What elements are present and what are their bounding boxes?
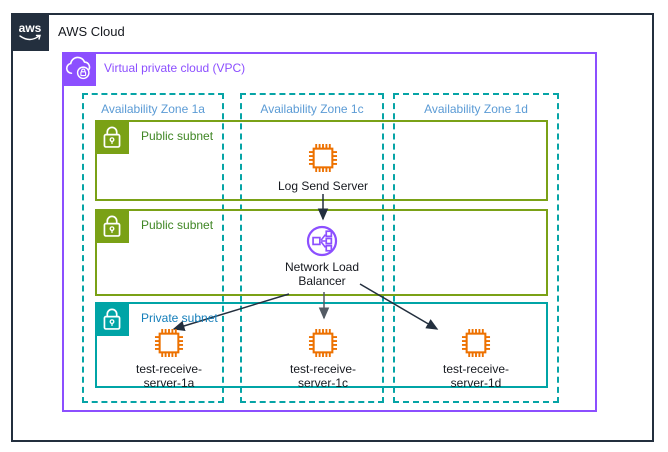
server-1d-label-line1: test-receive- (442, 362, 510, 376)
availability-zone-1d: Availability Zone 1d (393, 93, 559, 403)
private-subnet-label: Private subnet (141, 311, 218, 325)
private-subnet (95, 302, 548, 388)
availability-zone-label: Availability Zone 1d (424, 102, 528, 116)
vpc-label: Virtual private cloud (VPC) (104, 61, 246, 75)
private-subnet-lock-icon (95, 302, 129, 336)
server-1c-label-line1: test-receive- (289, 362, 357, 376)
public-subnet-label: Public subnet (141, 218, 214, 232)
server-1c-label-line2: server-1c (297, 376, 348, 390)
availability-zone-label: Availability Zone 1c (260, 102, 364, 116)
server-1a-label: test-receive- server-1a (104, 362, 234, 390)
aws-logo-icon: aws (19, 21, 42, 41)
nlb-label: Network Load Balancer (257, 260, 387, 288)
log-send-server-label: Log Send Server (277, 179, 369, 193)
public-subnet-1 (95, 120, 548, 201)
ec2-instance-icon (306, 141, 340, 175)
ec2-instance-icon (152, 326, 186, 360)
ec2-instance-icon (459, 326, 493, 360)
network-load-balancer-icon (305, 224, 339, 258)
availability-zone-1a: Availability Zone 1a (82, 93, 224, 403)
vpc-icon (62, 52, 96, 86)
aws-cloud-title: AWS Cloud (58, 24, 125, 39)
aws-logo-text: aws (19, 21, 42, 35)
public-subnet-lock-icon (95, 209, 129, 243)
nlb-label-line2: Balancer (298, 274, 346, 288)
availability-zone-1c: Availability Zone 1c (240, 93, 384, 403)
server-1d-label-line2: server-1d (450, 376, 502, 390)
server-1d-label: test-receive- server-1d (411, 362, 541, 390)
aws-cloud-container (11, 13, 654, 442)
public-subnet-label: Public subnet (141, 129, 214, 143)
vpc-container (62, 52, 597, 412)
server-1a-label-line1: test-receive- (135, 362, 203, 376)
public-subnet-lock-icon (95, 120, 129, 154)
nlb-label-line1: Network Load (284, 260, 360, 274)
availability-zone-label: Availability Zone 1a (101, 102, 205, 116)
server-1a-label-line2: server-1a (143, 376, 195, 390)
server-1c-label: test-receive- server-1c (258, 362, 388, 390)
aws-cloud-icon: aws (11, 13, 49, 51)
ec2-instance-icon (306, 326, 340, 360)
